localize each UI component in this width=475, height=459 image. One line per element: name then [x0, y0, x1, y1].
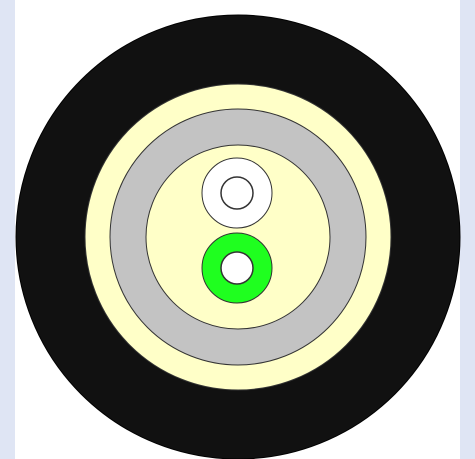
fiber-2 — [202, 233, 272, 303]
fiber-1 — [202, 158, 272, 228]
fiber-2-core — [221, 252, 253, 284]
fiber-1-core — [221, 177, 253, 209]
